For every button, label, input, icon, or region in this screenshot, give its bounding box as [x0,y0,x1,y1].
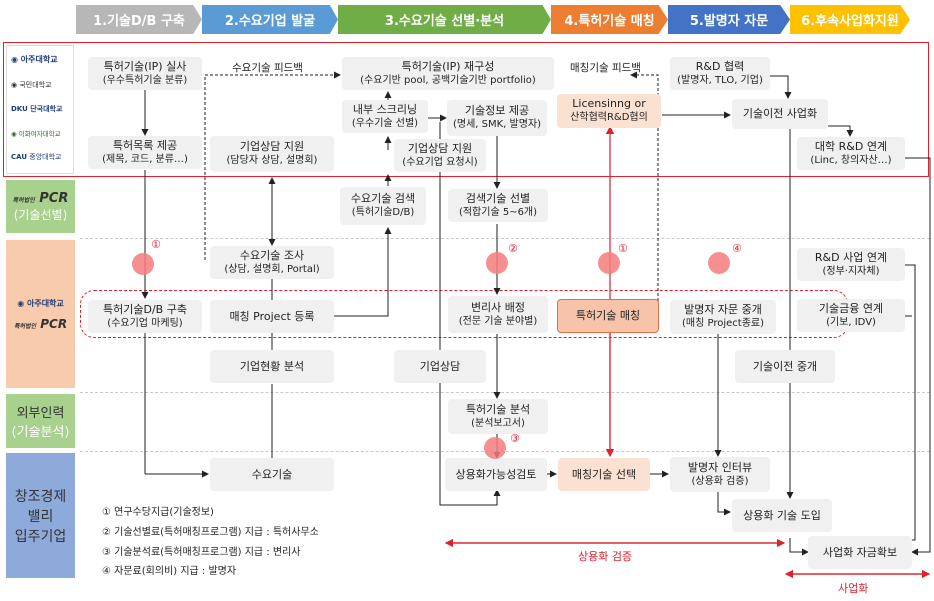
stage-3: 3.수요기술 선별·분석 [338,5,551,34]
tech-select-label: (기술선별) [13,207,68,222]
stage-4: 4.특허기술 매칭 [551,5,668,34]
stage-3-label: 3.수요기술 선별·분석 [384,14,505,29]
patent-db-box: 특허기술D/B 구축(수요기업 마케팅) [88,300,202,333]
company-analysis-box: 기업현황 분석 [210,350,334,383]
demand-feedback-label: 수요기술 피드백 [232,62,303,74]
ip-survey-box: 특허기술(IP) 실사(우수특허기술 분류) [88,57,202,90]
rnd-coop-box: R&D 협력(발명자, TLO, 기업) [670,57,770,90]
tech-finance-box: 기술금융 연계(기보, IDV) [797,299,905,332]
external-label-1: 외부인력 [16,406,65,421]
payment-number-1: ① [151,238,161,251]
university-zone [3,42,929,177]
logo-dankook: DKU 단국대학교 [11,105,63,113]
demand-tech-box: 수요기술 [210,458,334,491]
stage-2: 2.수요기업 발굴 [202,5,338,34]
startup-label-1: 창조경제 [14,488,67,505]
payment-number-3: ① [618,242,628,255]
stage-1: 1.기술D/B 구축 [76,5,202,34]
divider-2 [80,392,930,393]
rnd-project-box: R&D 사업 연계(정부·지자체) [797,248,905,281]
payment-number-4: ④ [732,242,742,255]
legend-item-1: ① 연구수당지급(기술정보) [102,507,214,518]
patent-list-box: 특허목록 제공(제목, 코드, 분류…) [88,136,202,169]
univ-rnd-box: 대학 R&D 연계(Linc, 창의자산…) [797,137,905,170]
inventor-consult-box: 발명자 자문 중개(매칭 Project종료) [670,300,776,334]
payment-dot-1 [132,253,154,275]
stage-5-label: 5.발명자 자문 [689,14,769,29]
logo-ajou-middle: ◉ 아주대학교 [17,298,64,308]
internal-screen-box: 내부 스크리닝(우수기술 선별) [342,100,428,133]
payment-dot-2 [486,252,508,274]
startup-panel: 창조경제 밸리 입주기업 [6,453,75,578]
commercialization-label: 사업화 [838,582,869,595]
pcr-logo: 특허법인 PCR [12,190,69,206]
logo-ewha: ◉ 이화여자대학교 [11,130,61,138]
payment-number-5: ③ [510,432,520,445]
consult-support-box: 기업상담 지원(담당자 상담, 설명회) [210,136,334,172]
logo-pcr-middle: 특허법인 PCR [13,316,68,331]
stage-5: 5.발명자 자문 [668,5,790,34]
attorney-box: 변리사 배정(전문 기술 분야별) [448,296,548,333]
patent-match-box: 특허기술 매칭 [557,299,659,333]
consult-support2-box: 기업상담 지원(수요기업 요청시) [394,139,486,172]
stage-2-label: 2.수요기업 발굴 [224,14,316,29]
payment-dot-4 [708,252,730,274]
funding-box: 사업화 자금확보 [808,536,912,569]
university-logos-panel: ◉ 아주대학교 ◉ 국민대학교 DKU 단국대학교 ◉ 이화여자대학교 CAU … [6,45,74,174]
commercial-intro-box: 상용화 기술 도입 [732,499,832,532]
demand-search-box: 수요기술 검색(특허기술D/B) [340,187,426,225]
tech-transfer-box: 기술이전 사업화 [732,99,828,129]
legend-item-4: ④ 자문료(회의비) 지급 : 발명자 [102,566,237,577]
tech-select-panel: 특허법인 PCR (기술선별) [6,180,75,233]
stage-6-label: 6.후속사업화지원 [801,14,899,29]
ip-reconfig-box: 특허기술(IP) 재구성(수요기반 pool, 공백기술기반 portfolio… [342,57,554,90]
patent-analysis-box: 특허기술 분석(분석보고서) [448,399,548,434]
legend-item-3: ③ 기술분석료(특허매칭프로그램) 지급 : 변리사 [102,547,301,558]
legend-item-2: ② 기술선별료(특허매칭프로그램) 지급 : 특허사무소 [102,527,319,538]
logo-ajou: ◉ 아주대학교 [11,55,58,64]
payment-dot-3 [598,252,620,274]
divider-1 [80,238,930,239]
startup-label-2: 밸리 [27,508,54,525]
match-select-box: 매칭기술 선택 [558,458,650,491]
inventor-interview-box: 발명자 인터뷰(상용화 검증) [670,457,770,492]
external-label-2: (기술분석) [11,425,70,440]
match-feedback-label: 매칭기술 피드백 [570,62,641,74]
feasibility-box: 상용화가능성검토 [445,458,547,491]
logo-chungang: CAU 중앙대학교 [11,153,62,161]
middle-logos-panel: ◉ 아주대학교 특허법인 PCR [6,240,75,388]
demand-survey-box: 수요기술 조사(상담, 설명회, Portal) [210,246,334,279]
payment-number-2: ② [508,242,518,255]
external-panel: 외부인력 (기술분석) [6,394,75,448]
matching-reg-box: 매칭 Project 등록 [210,300,334,333]
payment-dot-5 [484,437,506,459]
commercial-verify-label: 상용화 검증 [578,550,633,563]
tech-info-box: 기술정보 제공(명세, SMK, 발명자) [447,100,547,136]
company-consult-box: 기업상담 [394,350,486,383]
stage-6: 6.후속사업화지원 [790,5,910,34]
tech-transfer-broker-box: 기술이전 중개 [735,350,835,383]
search-select-box: 검색기술 선별(적합기술 5~6개) [448,189,548,222]
logo-kookmin: ◉ 국민대학교 [11,81,52,89]
startup-label-3: 입주기업 [14,528,67,545]
stage-1-label: 1.기술D/B 구축 [93,14,185,29]
stage-4-label: 4.특허기술 매칭 [564,14,655,29]
